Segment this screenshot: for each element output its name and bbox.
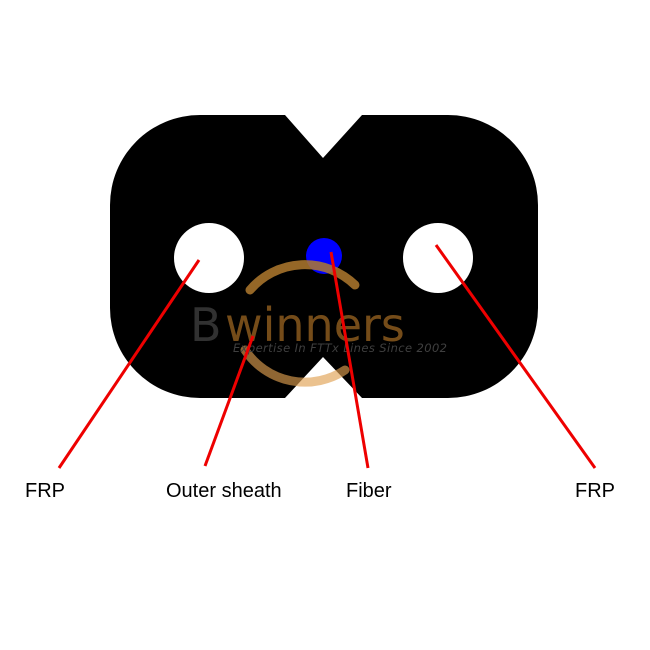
- frp-left-member: [174, 223, 244, 293]
- leader-line-outer-sheath: [203, 335, 255, 467]
- label-frp-left: FRP: [25, 480, 65, 502]
- label-outer-sheath: Outer sheath: [166, 480, 282, 502]
- watermark-ring-arc-lower: [240, 345, 350, 387]
- watermark-brand-name: winners: [225, 298, 405, 352]
- label-frp-right: FRP: [575, 480, 615, 502]
- label-fiber: Fiber: [346, 480, 392, 502]
- watermark-ring-arc: [245, 260, 360, 295]
- leader-line-frp-left: [57, 259, 201, 469]
- leader-line-frp-right: [434, 244, 597, 469]
- frp-right-member: [403, 223, 473, 293]
- leader-line-fiber: [329, 251, 370, 469]
- watermark-logo: B winners Expertise In FTTx Lines Since …: [190, 260, 447, 387]
- watermark-tagline: Expertise In FTTx Lines Since 2002: [233, 341, 447, 355]
- watermark-brand-first-letter: B: [190, 298, 222, 352]
